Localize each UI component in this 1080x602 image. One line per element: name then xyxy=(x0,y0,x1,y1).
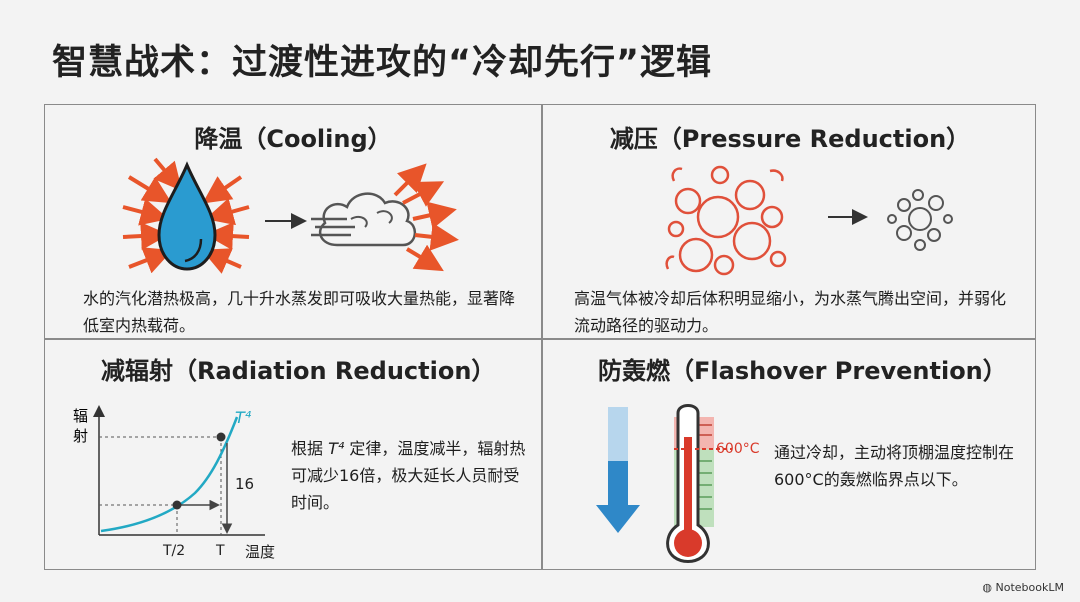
cooled-gas-bubbles-icon xyxy=(887,189,953,251)
cell-radiation: 减辐射（Radiation Reduction） 辐 射 xyxy=(45,339,541,572)
grid-divider-horizontal xyxy=(45,338,1035,340)
ratio-label: 16 xyxy=(235,475,254,493)
steam-cloud-icon xyxy=(311,192,416,247)
tick-half-temp: T/2 xyxy=(162,543,185,559)
radiation-description-rest: 定律，温度减半，辐射热可减少16倍，极大延长人员耐受时间。 xyxy=(291,439,526,512)
point-half-temp xyxy=(172,500,182,510)
tick-full-temp: T xyxy=(215,543,225,559)
pressure-illustration xyxy=(665,165,953,276)
x-axis-label: 温度 xyxy=(245,543,275,561)
cooling-title: 降温（Cooling） xyxy=(194,125,392,153)
grid-divider-vertical xyxy=(541,105,543,569)
point-full-temp xyxy=(216,432,226,442)
radiation-title: 减辐射（Radiation Reduction） xyxy=(101,357,496,385)
flashover-title: 防轰燃（Flashover Prevention） xyxy=(598,357,1007,385)
curve-label: T⁴ xyxy=(235,408,252,427)
cooling-down-arrow-icon xyxy=(596,407,640,533)
threshold-label: 600°C xyxy=(716,441,760,457)
tactics-grid: 降温（Cooling） xyxy=(44,104,1036,570)
water-drop-icon xyxy=(157,161,217,271)
heat-in-arrows-icon xyxy=(122,157,250,274)
cooling-illustration xyxy=(122,157,459,274)
thermometer-icon xyxy=(666,404,710,563)
cell-flashover: 防轰燃（Flashover Prevention） xyxy=(542,339,1038,572)
hot-gas-bubbles-icon xyxy=(665,165,787,276)
footer-label: NotebookLM xyxy=(995,581,1064,594)
cell-pressure: 减压（Pressure Reduction） xyxy=(542,105,1038,338)
page-title: 智慧战术：过渡性进攻的“冷却先行”逻辑 xyxy=(52,43,713,83)
notebooklm-logo-icon: ◍ xyxy=(982,581,996,594)
y-axis-label-part2: 射 xyxy=(73,427,88,445)
radiation-description: 根据 T⁴ 定律，温度减半，辐射热可减少16倍，极大延长人员耐受时间。 xyxy=(291,435,526,516)
y-axis-label-part1: 辐 xyxy=(73,407,88,425)
pressure-title: 减压（Pressure Reduction） xyxy=(609,125,971,153)
flashover-description: 通过冷却，主动将顶棚温度控制在600°C的轰燃临界点以下。 xyxy=(774,443,1015,489)
pressure-description: 高温气体被冷却后体积明显缩小，为水蒸气腾出空间，并弱化流动路径的驱动力。 xyxy=(574,289,1007,335)
radiation-chart: 辐 射 T⁴ 16 T/2 T 温 xyxy=(73,405,275,561)
notebooklm-watermark: ◍ NotebookLM xyxy=(982,581,1064,594)
thermometer-illustration: 600°C xyxy=(596,404,760,563)
cooling-description: 水的汽化潜热极高，几十升水蒸发即可吸收大量热能，显著降低室内热载荷。 xyxy=(83,289,516,335)
cell-cooling: 降温（Cooling） xyxy=(45,105,541,338)
t4-curve xyxy=(100,416,239,533)
heat-out-arrows-icon xyxy=(393,163,459,272)
radiation-description-prefix: 根据 xyxy=(291,439,329,458)
radiation-formula: T⁴ xyxy=(328,439,345,458)
